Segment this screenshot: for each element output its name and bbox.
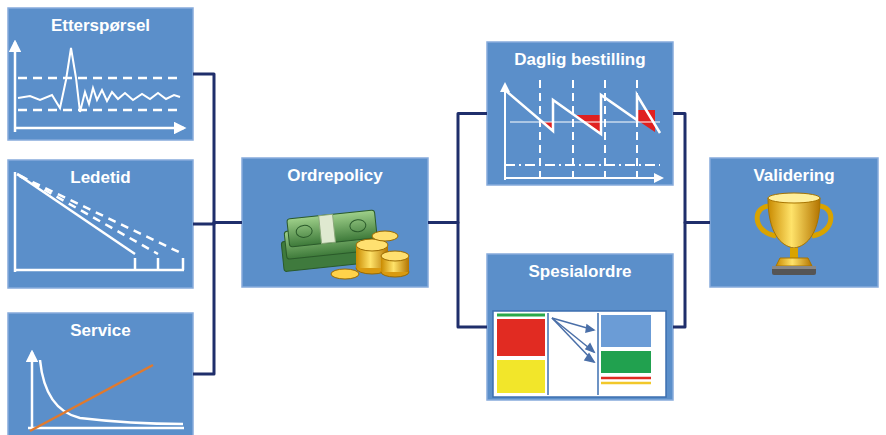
- trophy-icon: [757, 193, 831, 275]
- box-title: Service: [8, 313, 193, 341]
- process-box: Validering: [710, 158, 878, 287]
- box-grounds: [8, 8, 878, 435]
- process-box: Ledetid: [8, 160, 193, 288]
- box-title: Spesialordre: [487, 254, 673, 282]
- process-box: Ordrepolicy: [242, 158, 428, 287]
- money-icon: [279, 210, 409, 279]
- special-order-chart: [493, 311, 666, 397]
- demand-chart: [15, 42, 184, 132]
- box-title: Validering: [710, 158, 878, 186]
- box-title: Ordrepolicy: [242, 158, 428, 186]
- process-box: Spesialordre: [487, 254, 673, 400]
- box-title: Etterspørsel: [8, 8, 193, 36]
- brace-connector: [673, 223, 710, 328]
- box-title: Daglig bestilling: [487, 42, 673, 70]
- process-box: Service: [8, 313, 193, 435]
- brace-connector: [428, 223, 487, 328]
- box-title: Ledetid: [8, 160, 193, 188]
- daily-order-chart: [505, 80, 662, 180]
- brace-connector: [193, 223, 242, 375]
- process-box: Daglig bestilling: [487, 42, 673, 185]
- brace-connector: [193, 74, 242, 223]
- brace-connector: [673, 114, 710, 223]
- brace-connector: [428, 114, 487, 223]
- service-chart: [28, 352, 184, 431]
- process-box: Etterspørsel: [8, 8, 193, 140]
